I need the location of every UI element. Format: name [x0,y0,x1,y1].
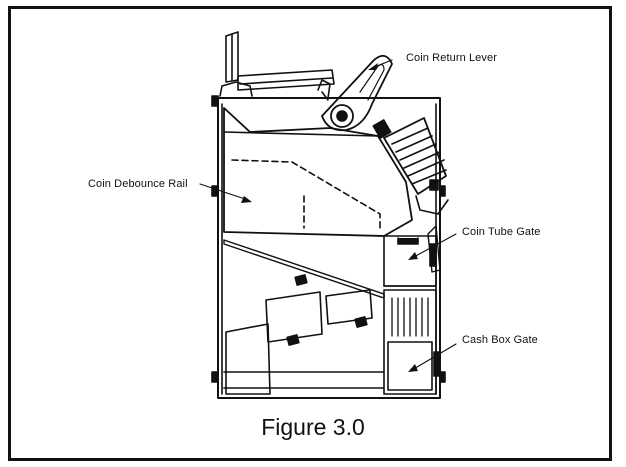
cash-box-gate-assembly [383,289,440,395]
leader-lines [199,59,457,372]
coin-debounce-rail-label: Coin Debounce Rail [88,178,188,190]
debounce-rail-assembly [223,107,413,237]
figure-caption: Figure 3.0 [261,414,365,440]
coin-return-lever-label: Coin Return Lever [406,52,497,64]
coin-return-lever [321,54,393,132]
figure-border [8,6,612,461]
coin-chute [372,117,449,215]
top-bracket [219,31,335,99]
mechanism-housing [211,95,446,399]
coin-tube-gate-label: Coin Tube Gate [462,226,541,238]
lower-body [223,239,437,395]
cash-box-gate-label: Cash Box Gate [462,334,538,346]
